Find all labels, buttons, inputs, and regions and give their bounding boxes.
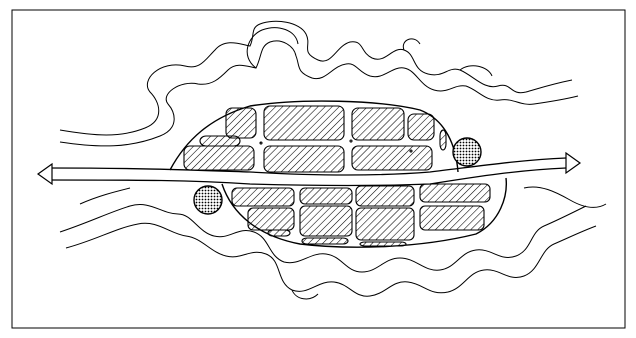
lower-cell xyxy=(232,188,294,206)
lower-dome xyxy=(222,178,506,247)
lower-cell xyxy=(300,206,352,236)
upper-cell xyxy=(200,136,240,146)
arrow-right-icon xyxy=(566,153,580,173)
upper-cell xyxy=(440,130,446,150)
upper-cell xyxy=(408,114,434,140)
upper-cell xyxy=(410,150,412,152)
lower-cell xyxy=(356,186,414,206)
arrow-left-icon xyxy=(38,164,52,184)
lower-cell xyxy=(268,230,290,236)
upper-cell xyxy=(226,108,256,138)
stippled-dot-right xyxy=(453,138,481,166)
upper-cell xyxy=(264,106,344,140)
lower-cell xyxy=(300,188,352,204)
upper-dome xyxy=(170,101,458,172)
upper-cell xyxy=(350,140,352,142)
upper-cell xyxy=(260,142,262,144)
lower-cell xyxy=(420,206,484,230)
lower-cell xyxy=(360,242,406,246)
upper-cell xyxy=(184,146,254,170)
lower-cell xyxy=(248,208,294,230)
upper-cell xyxy=(352,146,432,170)
lower-cell xyxy=(420,184,490,202)
lower-cell xyxy=(302,238,348,244)
upper-cell xyxy=(352,108,404,140)
upper-cell xyxy=(264,146,344,172)
lower-cell-group xyxy=(232,184,490,246)
stippled-dot-left xyxy=(194,186,222,214)
lower-cell xyxy=(356,208,414,240)
